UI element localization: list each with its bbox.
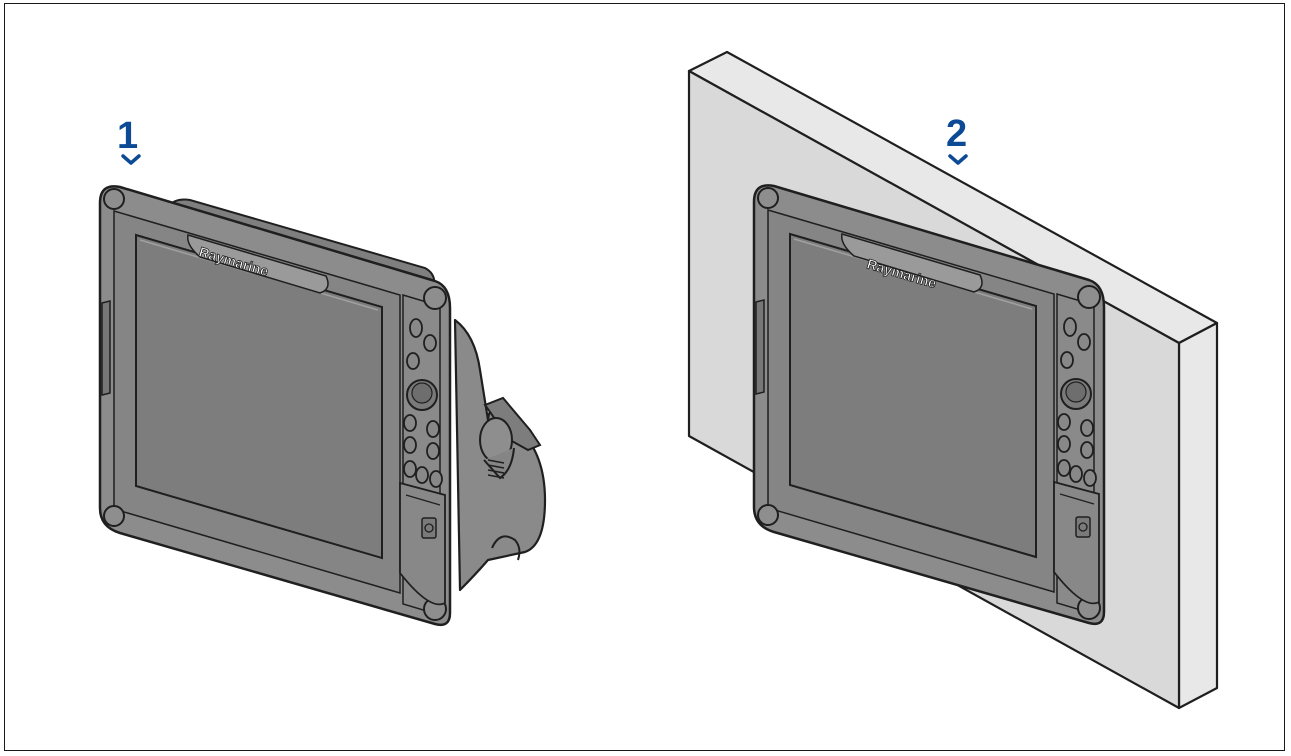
step-2-number: 2 <box>946 113 967 155</box>
chevron-down-icon <box>121 154 141 165</box>
bracket-knob <box>479 396 542 480</box>
display-unit-flush-mounted: Raymarine <box>752 184 1106 626</box>
display-front-view <box>98 185 452 627</box>
step-1-number: 1 <box>117 115 138 157</box>
step-1-marker: 1 <box>117 115 141 165</box>
chevron-down-icon <box>948 154 968 165</box>
panel-side-edge <box>1177 321 1219 710</box>
step-2-marker: 2 <box>946 113 968 165</box>
display-unit-with-bracket: Raymarine <box>98 185 547 627</box>
